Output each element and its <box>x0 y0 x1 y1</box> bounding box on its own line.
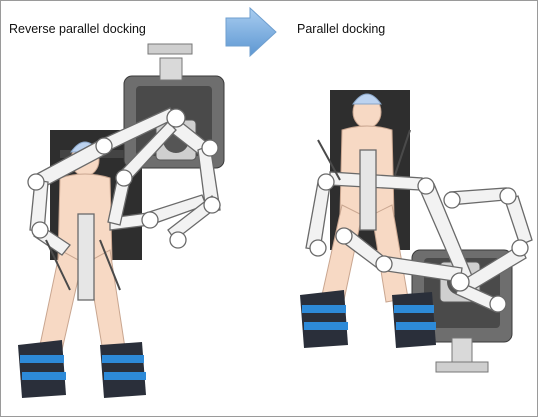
parallel-scene <box>300 90 533 373</box>
stirrups <box>18 340 146 398</box>
stirrups-right <box>300 290 436 348</box>
instruments <box>45 239 121 291</box>
label-parallel-docking: Parallel docking <box>297 22 386 36</box>
arrow-right-icon <box>225 6 277 58</box>
label-reverse-parallel-docking: Reverse parallel docking <box>9 22 146 36</box>
instruments-right <box>317 129 411 181</box>
arm-joints-right <box>309 173 529 313</box>
reverse-parallel-scene <box>18 43 225 398</box>
arm-joints <box>27 108 221 249</box>
